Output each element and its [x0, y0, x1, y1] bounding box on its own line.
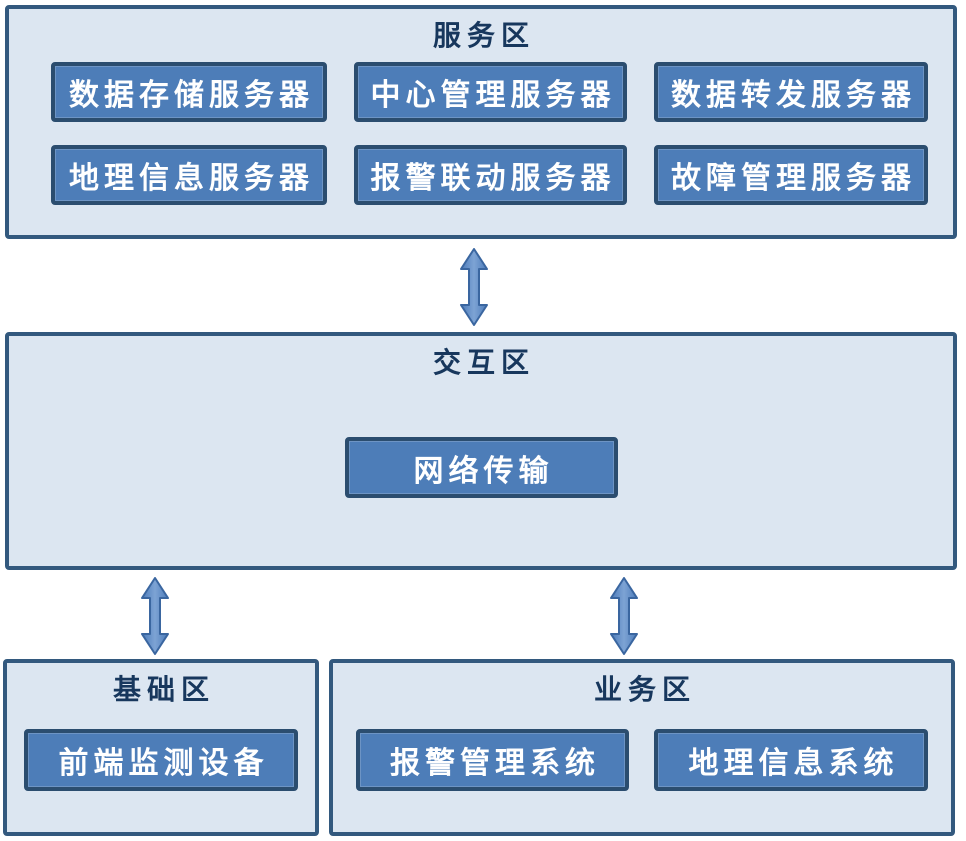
node-data-forwarding-server: 数据转发服务器: [654, 62, 928, 122]
section-title-base: 基础区: [112, 673, 215, 706]
section-base-zone: 基础区 前端监测设备: [3, 659, 319, 836]
service-box-row-2: 地理信息服务器 报警联动服务器 故障管理服务器: [9, 145, 953, 205]
double-arrow-icon-interaction-business: [610, 577, 638, 655]
node-central-management-server: 中心管理服务器: [354, 62, 627, 122]
node-alarm-linkage-server: 报警联动服务器: [354, 145, 627, 205]
section-interaction-zone: 交互区 网络传输: [5, 332, 957, 570]
node-frontend-monitoring-equipment: 前端监测设备: [24, 729, 298, 791]
node-network-transmission: 网络传输: [344, 437, 618, 498]
section-business-zone: 业务区 报警管理系统 地理信息系统: [329, 659, 955, 836]
section-title-interaction: 交互区: [432, 346, 535, 379]
section-title-business: 业务区: [593, 673, 696, 706]
node-alarm-management-system: 报警管理系统: [356, 729, 629, 791]
double-arrow-icon-interaction-base: [141, 577, 169, 655]
node-geographic-information-server: 地理信息服务器: [51, 145, 327, 205]
node-fault-management-server: 故障管理服务器: [654, 145, 928, 205]
service-box-row-1: 数据存储服务器 中心管理服务器 数据转发服务器: [9, 62, 953, 122]
node-data-storage-server: 数据存储服务器: [51, 62, 327, 122]
double-arrow-icon-service-interaction: [460, 248, 488, 326]
node-geographic-information-system: 地理信息系统: [654, 729, 928, 791]
section-title-service: 服务区: [432, 19, 535, 52]
section-service-zone: 服务区 数据存储服务器 中心管理服务器 数据转发服务器 地理信息服务器 报警联动…: [5, 5, 957, 239]
business-box-row: 报警管理系统 地理信息系统: [333, 729, 951, 791]
